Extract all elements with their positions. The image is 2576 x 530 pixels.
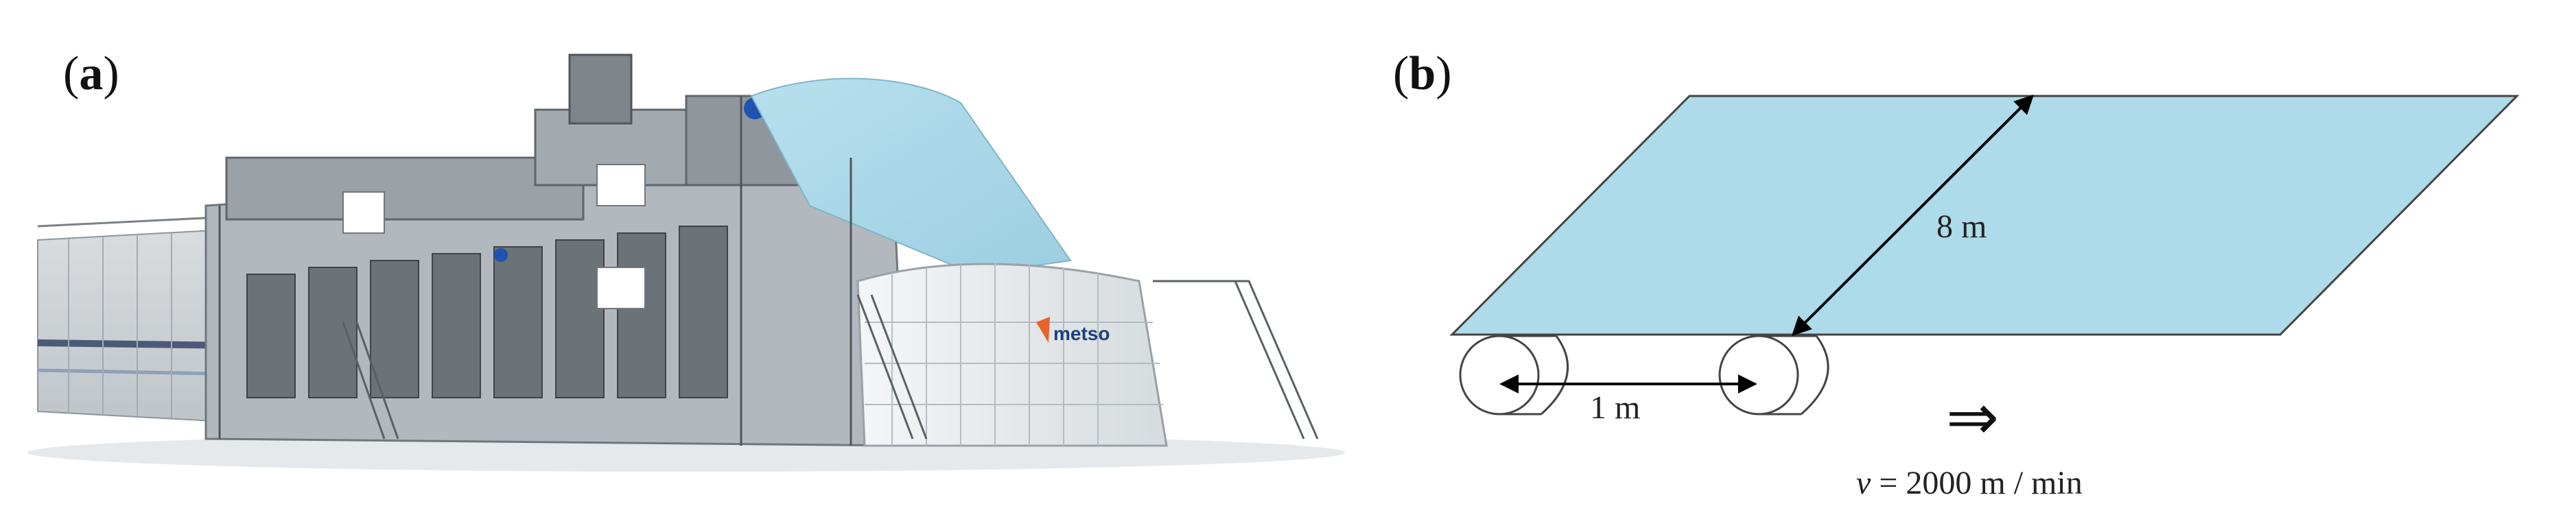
roll-1	[1459, 335, 1569, 415]
speed-label: v = 2000 m / min	[1856, 465, 2083, 501]
upper-deck-left	[225, 156, 585, 221]
panel-b-label: (b)	[1393, 47, 1452, 100]
tower	[568, 53, 633, 125]
blue-roll-end-2	[494, 248, 508, 262]
width-label: 8 m	[1936, 208, 1987, 245]
roll-2	[1718, 335, 1829, 415]
svg-text:metso: metso	[1053, 323, 1110, 344]
metso-logo: metso	[1036, 317, 1110, 344]
panel-a: (a)	[27, 47, 1345, 472]
reel-hood	[856, 263, 1168, 447]
roll-spacing-label: 1 m	[1590, 389, 1640, 426]
panel-b: (b) 8 m 1 m ⇒ v = 2000 m / min	[1393, 47, 2520, 501]
paper-web-sheet	[750, 77, 1072, 276]
direction-arrow: ⇒	[1946, 381, 1999, 454]
paper-machine-illustration: metso	[27, 53, 1345, 472]
hood-grid	[865, 263, 1163, 446]
frame-posts	[218, 96, 852, 446]
stairs	[342, 280, 1319, 439]
dryer-cylinders	[246, 226, 728, 398]
width-dimension-arrow	[1792, 95, 2034, 336]
info-signs	[342, 164, 646, 309]
panel-a-label: (a)	[63, 47, 119, 100]
